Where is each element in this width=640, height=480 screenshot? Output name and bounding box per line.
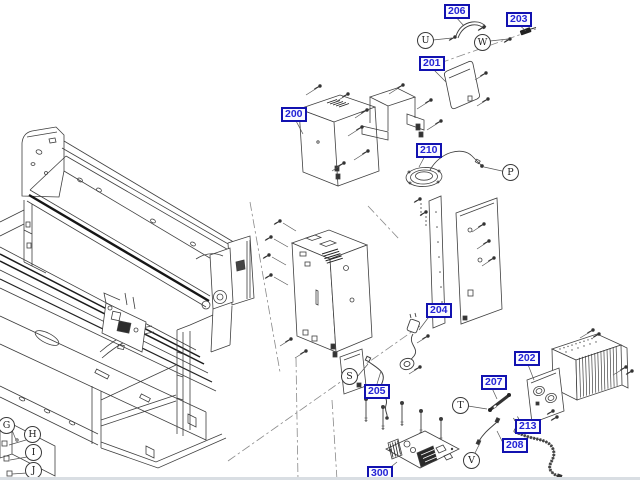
printer-chassis	[0, 126, 255, 477]
callout-213: 213	[515, 419, 541, 434]
callout-210: 210	[416, 143, 442, 158]
central-mount-box	[290, 229, 373, 395]
ref-letter-s: S	[341, 368, 358, 385]
part-204-plug-cable	[399, 312, 420, 371]
ref-letter-h: H	[24, 426, 41, 443]
part-206-clamp	[455, 21, 487, 39]
ref-letter-w: W	[474, 34, 491, 51]
ref-letter-v: V	[463, 452, 480, 469]
side-panels	[428, 195, 503, 329]
leader-lines	[8, 15, 624, 475]
part-202-power-supply	[550, 333, 629, 401]
callout-201: 201	[419, 56, 445, 71]
part-208-wire	[475, 417, 501, 446]
callout-207: 207	[481, 375, 507, 390]
part-207-spacer	[488, 393, 511, 412]
ref-letter-u: U	[417, 32, 434, 49]
callout-203: 203	[506, 12, 532, 27]
window-bottom-edge	[0, 477, 640, 480]
part-201-group	[361, 60, 481, 141]
callout-208: 208	[502, 438, 528, 453]
ref-letter-p: P	[502, 164, 519, 181]
ref-letter-t: T	[452, 397, 469, 414]
part-300-pcb	[363, 396, 460, 469]
callout-202: 202	[514, 351, 540, 366]
callout-200: 200	[281, 107, 307, 122]
part-200-cover	[297, 94, 380, 187]
part-202-inlet-bracket	[526, 367, 565, 424]
ref-letter-g: G	[0, 417, 15, 434]
part-203-screw	[519, 27, 537, 36]
callout-205: 205	[364, 384, 390, 399]
callout-206: 206	[444, 4, 470, 19]
callout-204: 204	[426, 303, 452, 318]
phantom-lines	[227, 28, 537, 480]
ref-letter-i: I	[25, 444, 42, 461]
